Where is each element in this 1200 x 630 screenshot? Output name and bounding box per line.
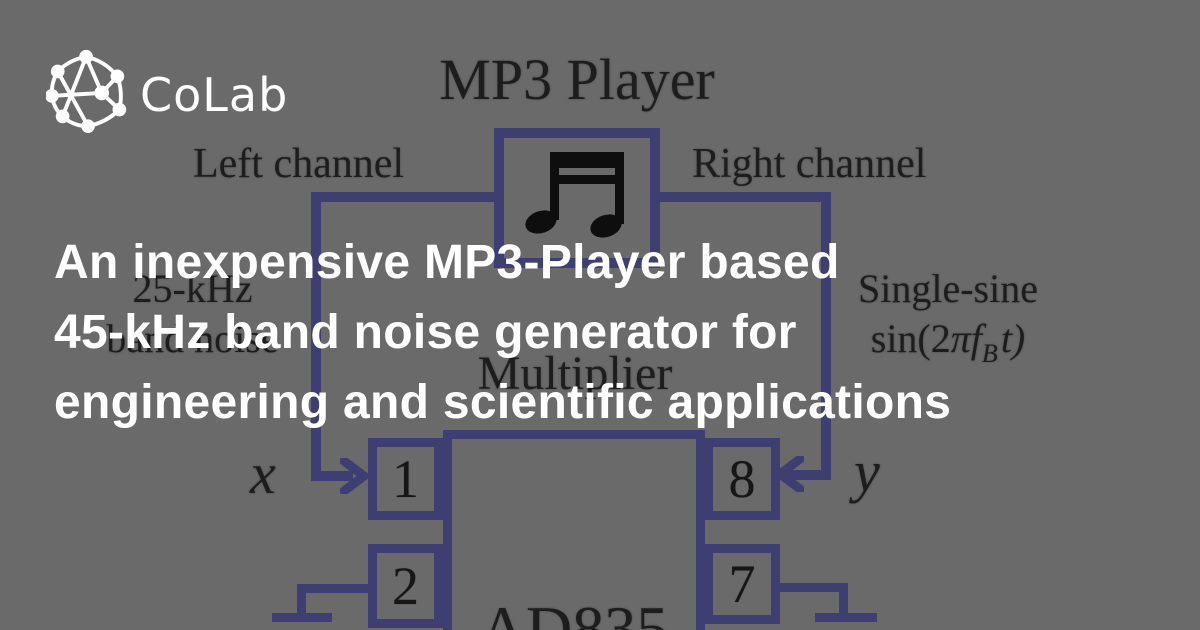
sine-formula: sin(2πfBt) [870, 316, 1026, 368]
right-channel-label: Right channel [692, 141, 927, 187]
left-source-line1: 25-kHz [132, 266, 253, 311]
chip-pin-1: 1 [368, 438, 443, 520]
pin-8-number: 8 [728, 449, 756, 509]
music-notes-icon [525, 152, 624, 238]
right-source-line1: Single-sine [858, 266, 1038, 311]
left-channel-wire-vertical [311, 192, 321, 481]
card-title-line-2: 45-kHz band noise generator for [54, 306, 797, 359]
arrow-left-icon [776, 456, 804, 492]
brand-name: CoLab [140, 68, 289, 122]
chip-pin-7: 7 [704, 544, 780, 624]
right-input-wire-stub [788, 470, 831, 480]
input-y-label: y [854, 439, 880, 504]
multiplier-label: Multiplier [477, 347, 673, 400]
right-ground-icon [815, 613, 877, 622]
card-title-line-3: engineering and scientific applications [54, 376, 952, 429]
mp3-player-heading: MP3 Player [439, 47, 715, 112]
card-title: An inexpensive MP3-Player based 45-kHz b… [54, 228, 1174, 438]
chip-pin-8: 8 [704, 438, 780, 520]
right-ground-wire [779, 583, 848, 592]
input-x-label: x [250, 441, 276, 506]
right-ground-stem [839, 583, 848, 616]
left-ground-icon [272, 613, 332, 622]
left-ground-stem [297, 584, 306, 617]
right-source-annotation: Single-sine sin(2πfBt) [828, 264, 1068, 379]
right-channel-wire-horizontal [660, 192, 831, 202]
pin-1-number: 1 [392, 449, 419, 509]
right-channel-wire-vertical [821, 192, 831, 480]
pin-7-number: 7 [728, 554, 756, 614]
arrow-right-icon [340, 458, 368, 494]
chip-pin-2: 2 [368, 544, 443, 628]
card-title-line-1: An inexpensive MP3-Player based [54, 236, 840, 289]
left-source-annotation: 25-kHz band noise [90, 264, 295, 364]
chip-part-number: AD835 [479, 593, 669, 630]
left-ground-wire [300, 584, 368, 593]
ad835-chip-body [443, 430, 705, 630]
pin-2-number: 2 [392, 556, 419, 616]
left-channel-label: Left channel [193, 141, 405, 187]
left-input-wire-stub [311, 471, 353, 481]
network-graph-icon [46, 49, 127, 134]
left-source-line2: band noise [106, 316, 279, 361]
mp3-player-box [494, 128, 660, 268]
left-channel-wire-horizontal [316, 192, 494, 202]
